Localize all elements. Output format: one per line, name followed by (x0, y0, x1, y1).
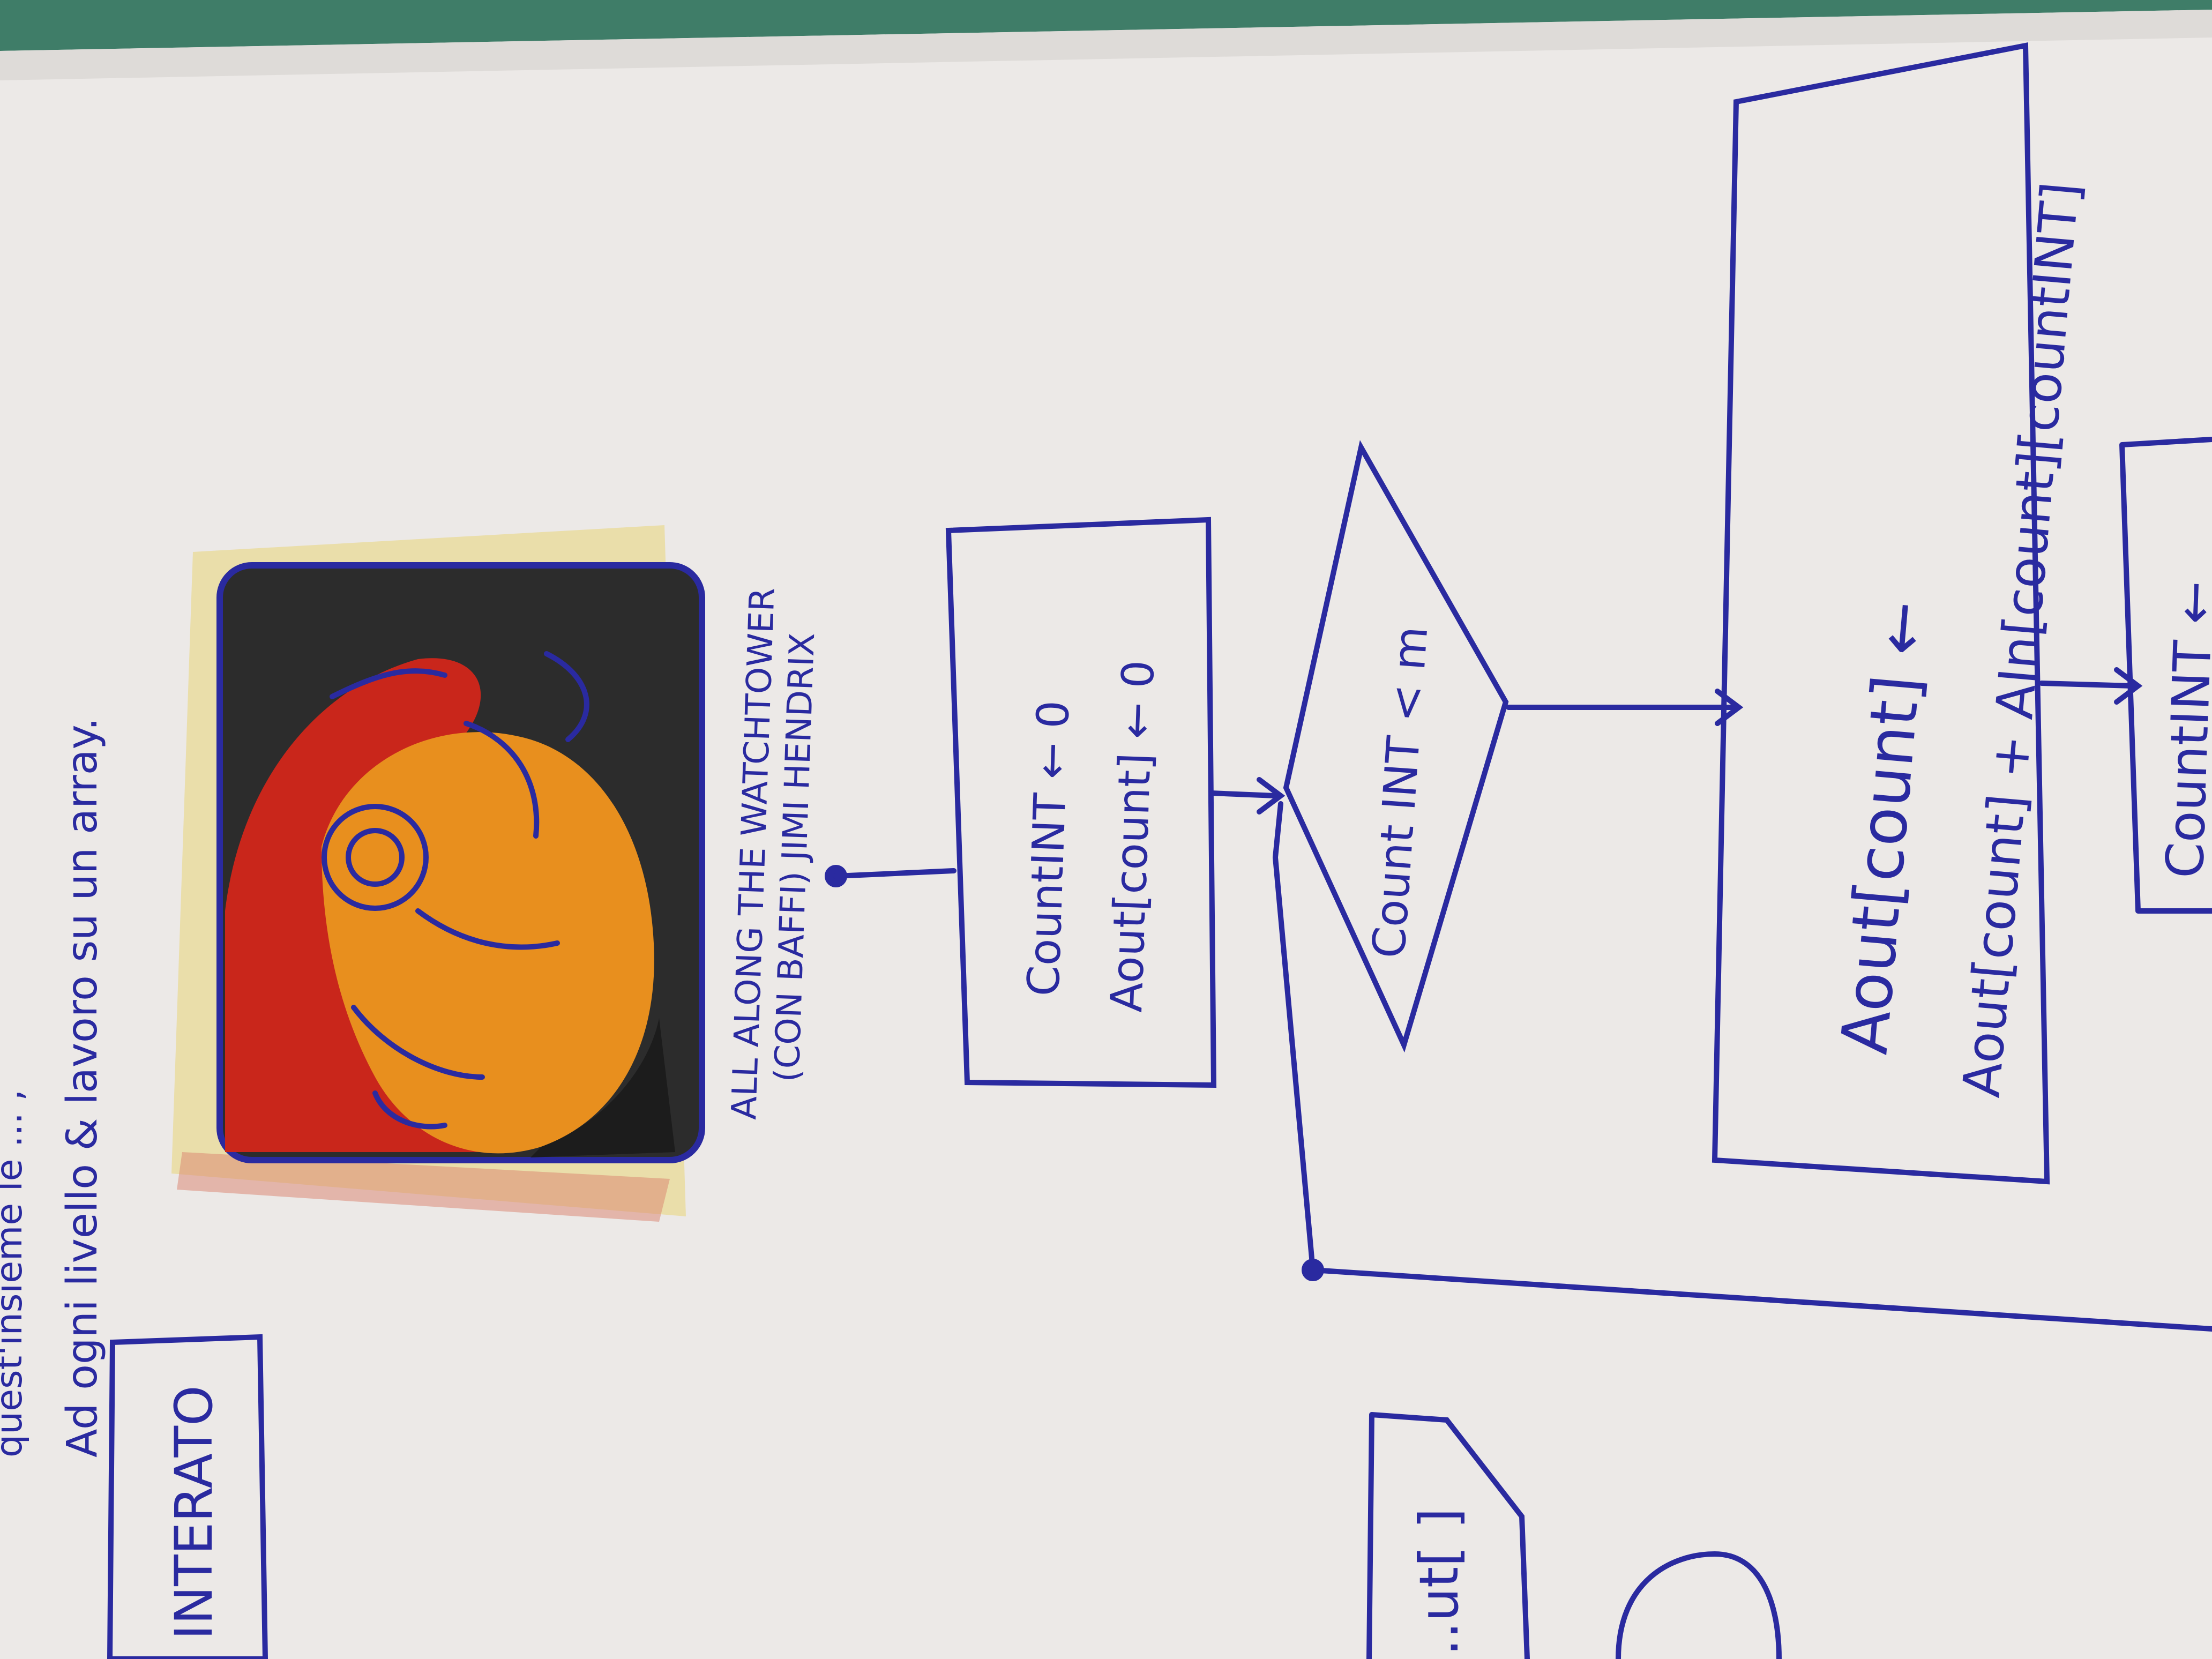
loop-back-line (1272, 801, 2212, 1332)
next-box-label: CountINT ← (2155, 580, 2212, 879)
lower-left-box-label: ..ut[ ] (1408, 1508, 1470, 1656)
terminator-circle (1616, 1551, 1782, 1659)
page-top-text-line1: quest'insieme le ... , (0, 1089, 31, 1458)
next-box (2119, 437, 2212, 914)
portrait-ink-lines (322, 651, 589, 1130)
interato-box-label: INTERATO (164, 1385, 224, 1640)
flowchart (825, 42, 2212, 1659)
process-box (1712, 42, 2050, 1185)
connector-init-to-decision (1208, 790, 1278, 798)
page-top-text-line2: Ad ogni livello & lavoro su un array. (58, 718, 107, 1458)
page-shadow (0, 10, 2212, 80)
arrowhead-decision (1257, 777, 1286, 814)
decision-shape (1283, 440, 1509, 1053)
lower-left-box (1366, 1412, 1530, 1659)
notebook-page (0, 10, 2212, 1659)
portrait-crayon-border-red (177, 1152, 670, 1222)
connector-start-to-init (833, 868, 956, 879)
init-box-line1: CountINT ← 0 (1018, 700, 1079, 997)
jimi-hendrix-portrait (171, 525, 705, 1222)
interato-box (107, 1334, 268, 1659)
init-box-line2: Aout[count] ← 0 (1101, 660, 1164, 1013)
loop-node (1302, 1259, 1324, 1281)
connector-process-to-next (2039, 681, 2135, 689)
init-box (945, 517, 1217, 1088)
portrait-chin-shadow (530, 1018, 675, 1157)
arrowhead-next (2114, 667, 2143, 705)
